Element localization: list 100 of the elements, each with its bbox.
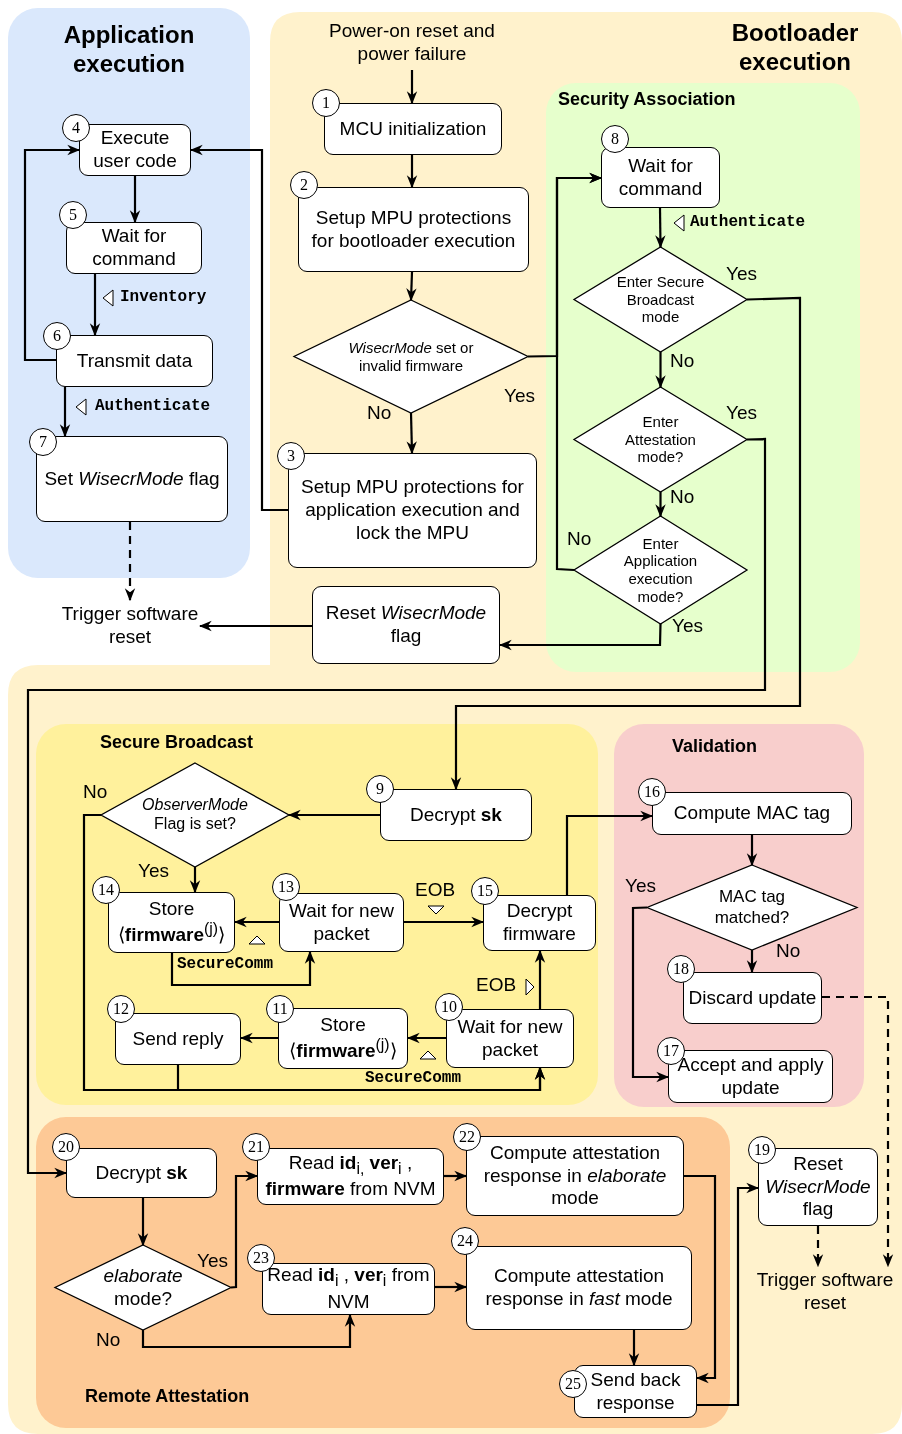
arrow [170, 950, 316, 987]
step-number: 18 [667, 955, 695, 983]
arrow [435, 1281, 468, 1293]
arrow [534, 949, 546, 1009]
edge-label: Yes [197, 1250, 228, 1272]
panel-title: Remote Attestation [85, 1386, 250, 1407]
step-number: 5 [59, 201, 87, 229]
arrow [406, 155, 418, 189]
arrow [26, 437, 767, 1179]
arrow [406, 70, 418, 105]
box-text: Reset WisecrMode flag [324, 602, 488, 648]
panel-title: Validation [672, 736, 758, 757]
diamond-text: Enter Attestation mode? [624, 412, 697, 467]
box-text: Wait for command [91, 225, 177, 271]
step-number: 7 [29, 428, 57, 456]
arrow [498, 623, 662, 651]
box-text: Set WisecrMode flag [44, 467, 220, 491]
arrow [233, 916, 279, 928]
edge-label: Inventory [120, 288, 207, 306]
section-panel [8, 8, 250, 578]
arrow [198, 620, 312, 632]
arrow [23, 144, 81, 362]
edge-label: No [367, 402, 392, 424]
step-number: 6 [43, 322, 71, 350]
arrow [189, 144, 288, 512]
arrow [812, 1226, 824, 1268]
diamond-text: elaborate mode? [102, 1265, 184, 1310]
arrow [406, 412, 417, 455]
arrow [565, 810, 654, 895]
box-text: Decrypt sk [95, 1161, 188, 1185]
arrow [404, 916, 485, 928]
step-number: 15 [471, 877, 499, 905]
box-text: Decrypt sk [410, 803, 502, 827]
arrow [746, 950, 758, 974]
arrow [129, 176, 141, 224]
step-number: 12 [107, 995, 135, 1023]
edge-label: No [670, 486, 695, 508]
step-number: 25 [559, 1370, 587, 1398]
step-number: 8 [601, 125, 629, 153]
edge-label: EOB [476, 974, 517, 996]
section-panel [36, 1117, 730, 1428]
edge-label: Yes [672, 615, 703, 637]
step-number: 4 [62, 114, 90, 142]
edge-label: No [776, 940, 801, 962]
arrow [59, 387, 71, 438]
diamond-text: Enter Secure Broadcast mode [615, 272, 706, 327]
arrow [746, 835, 758, 867]
edge-label: SecureComm [365, 1069, 461, 1087]
edge-label: No [567, 528, 592, 550]
box-text: Wait for command [617, 154, 704, 201]
arrow [189, 867, 201, 894]
edge-label: No [96, 1329, 121, 1351]
diamond-text: MAC tag matched? [713, 887, 791, 928]
step-number: 24 [451, 1227, 479, 1255]
box-text: Setup MPU protections for application execution and lock the MPU [300, 476, 525, 545]
edge-label: No [670, 350, 695, 372]
box-text: Send reply [132, 1027, 224, 1051]
panel-title: Secure Broadcast [100, 732, 254, 753]
edge-label: Yes [504, 385, 535, 407]
step-number: 16 [638, 778, 666, 806]
box-text: MCU initialization [339, 117, 487, 141]
edge-label: Yes [625, 875, 656, 897]
arrow [137, 1198, 149, 1247]
terminal-text: Power-on reset and power failure [322, 16, 502, 70]
arrow [287, 809, 380, 821]
box-text: Wait for new packet [288, 899, 395, 946]
box-text: Discard update [688, 986, 817, 1010]
arrow [406, 1032, 446, 1044]
arrow [141, 1313, 356, 1349]
section-panel [546, 83, 860, 672]
arrow [239, 1032, 278, 1044]
edge-label: Yes [138, 860, 169, 882]
terminal-text: Trigger software reset [60, 600, 200, 652]
step-number: 14 [92, 876, 120, 904]
panel-title: Application execution [62, 20, 196, 79]
step-number: 13 [272, 873, 300, 901]
box-text: Setup MPU protections for bootloader execution [310, 206, 517, 253]
arrow [230, 1170, 259, 1289]
step-number: 21 [242, 1133, 270, 1161]
arrow [655, 208, 666, 249]
arrow [684, 1174, 717, 1384]
edge-label: Authenticate [690, 213, 806, 231]
box-text: Execute user code [92, 127, 178, 173]
box-text: Compute attestation response in fast mode [484, 1265, 674, 1311]
edge-label: Yes [726, 402, 757, 424]
arrow [89, 274, 101, 337]
section-panel [614, 724, 864, 1107]
step-number: 22 [453, 1123, 481, 1151]
box-text: Compute MAC tag [673, 802, 831, 825]
terminal-text: Trigger software reset [755, 1266, 895, 1318]
step-number: 9 [366, 775, 394, 803]
section-panel [36, 724, 598, 1105]
arrow [406, 271, 417, 302]
arrow [822, 995, 894, 1268]
arrow [655, 492, 666, 518]
diamond-text: WisecrMode set or invalid firmware [347, 338, 475, 375]
box-text: Transmit data [76, 349, 193, 373]
step-number: 11 [266, 995, 294, 1023]
box-text: Compute attestation response in elaborate mode [482, 1141, 668, 1211]
process-box [312, 586, 500, 664]
